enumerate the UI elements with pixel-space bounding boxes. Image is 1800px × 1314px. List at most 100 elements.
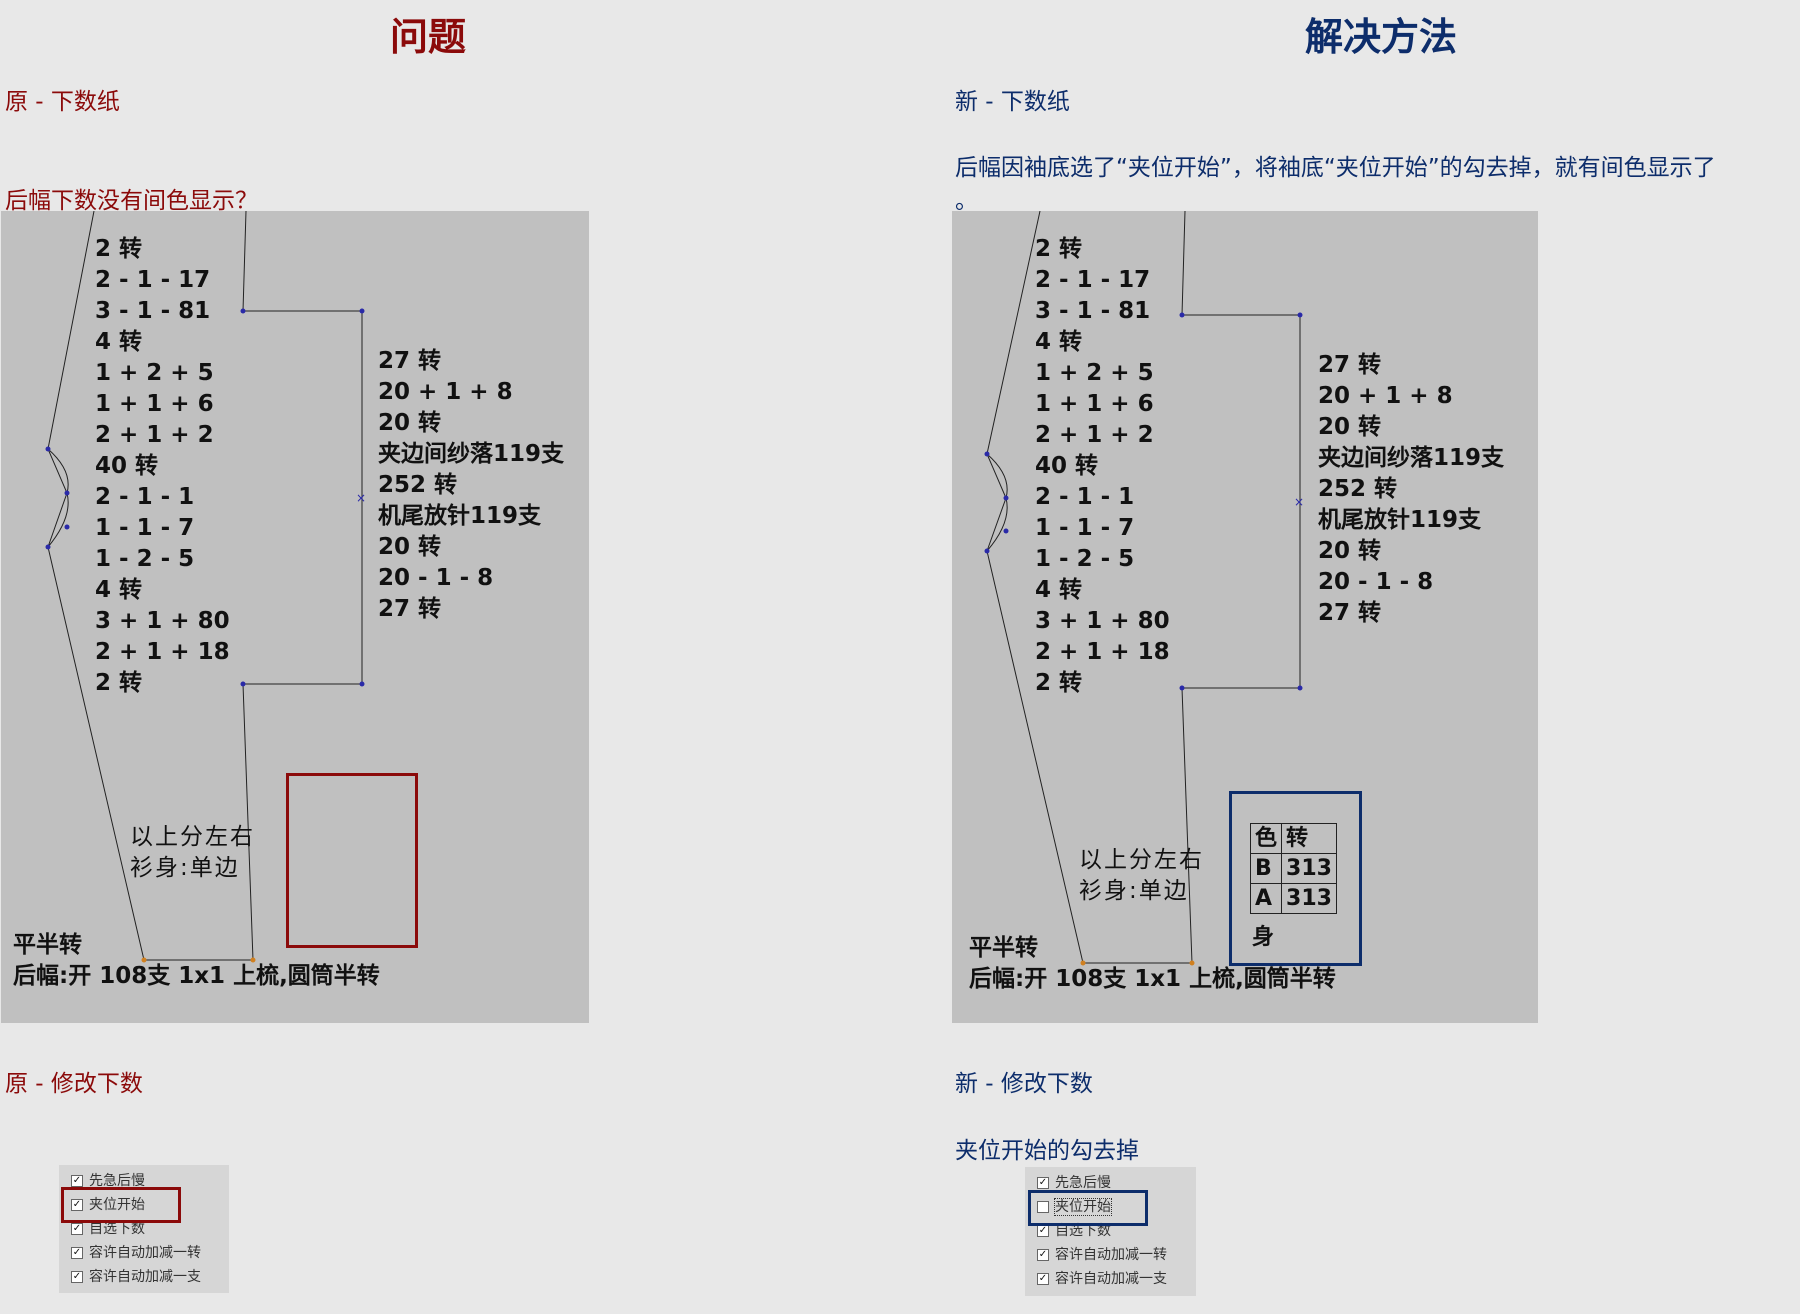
pattern-step: 1 - 1 - 7 xyxy=(1035,515,1135,541)
pattern-step: 27 转 xyxy=(378,348,442,374)
svg-text:×: × xyxy=(356,491,366,505)
pattern-step: 2 转 xyxy=(95,236,143,262)
pattern-footer-line: 后幅:开 108支 1x1 上梳,圆筒半转 xyxy=(969,966,1336,992)
pattern-footer: 平半转 后幅:开 108支 1x1 上梳,圆筒半转 xyxy=(969,933,1336,995)
pattern-left-column: 2 转 2 - 1 - 17 3 - 1 - 81 4 转 1 + 2 + 5 … xyxy=(95,234,230,699)
uncheck-instruction: 夹位开始的勾去掉 xyxy=(955,1138,1139,1164)
pattern-step: 2 转 xyxy=(1035,670,1083,696)
pattern-footer-line: 后幅:开 108支 1x1 上梳,圆筒半转 xyxy=(13,963,380,989)
unchecked-option-highlight-box xyxy=(1028,1190,1148,1226)
original-settings-panel: ✓ 先急后慢 ✓ 夹位开始 ✓ 自选下数 ✓ 容许自动加减一转 ✓ 容许自动加减一支 xyxy=(59,1165,229,1293)
checkbox-label: 容许自动加减一支 xyxy=(89,1269,201,1285)
checkbox-row-priority[interactable]: ✓ 先急后慢 xyxy=(71,1170,145,1192)
pattern-step: 夹边间纱落119支 xyxy=(378,441,565,467)
checkbox-label: 自选下数 xyxy=(89,1221,145,1237)
original-pattern-label: 原 - 下数纸 xyxy=(5,89,120,115)
pattern-footer-line: 平半转 xyxy=(13,932,82,958)
pattern-step: 20 + 1 + 8 xyxy=(1318,383,1453,409)
pattern-note: 以上分左右 衫身:单边 xyxy=(1079,845,1204,907)
color-table-row: A 313 xyxy=(1249,883,1337,914)
pattern-note: 以上分左右 衫身:单边 xyxy=(130,822,255,884)
checkbox-row-custom-count[interactable]: ✓ 自选下数 xyxy=(71,1218,145,1240)
pattern-step: 机尾放针119支 xyxy=(378,503,542,529)
pattern-step: 20 转 xyxy=(1318,538,1382,564)
checkbox-label: 夹位开始 xyxy=(89,1197,145,1213)
checkbox-row-armhole-start[interactable]: ✓ 夹位开始 xyxy=(71,1194,145,1216)
color-table-highlight-box xyxy=(1229,791,1362,966)
checkbox-label: 容许自动加减一转 xyxy=(89,1245,201,1261)
checkbox-checked[interactable]: ✓ xyxy=(71,1223,83,1235)
pattern-step: 2 + 1 + 2 xyxy=(95,422,214,448)
pattern-step: 1 - 1 - 7 xyxy=(95,515,195,541)
color-table-row: B 313 xyxy=(1249,853,1337,884)
pattern-step: 2 - 1 - 1 xyxy=(1035,484,1135,510)
color-table-cell: B xyxy=(1249,853,1283,884)
checkbox-row-armhole-start[interactable]: 夹位开始 xyxy=(1037,1196,1112,1218)
pattern-step: 27 转 xyxy=(1318,352,1382,378)
solution-description: 后幅因袖底选了“夹位开始”，将袖底“夹位开始”的勾去掉，就有间色显示了 xyxy=(955,155,1716,181)
checkbox-row-auto-stitch[interactable]: ✓ 容许自动加减一支 xyxy=(71,1266,201,1288)
color-row-table: 色 转 B 313 A 313 xyxy=(1249,823,1337,914)
checkbox-label: 容许自动加减一支 xyxy=(1055,1271,1167,1287)
checkbox-checked[interactable]: ✓ xyxy=(71,1175,83,1187)
checkbox-row-custom-count[interactable]: ✓ 自选下数 xyxy=(1037,1220,1111,1242)
solution-heading: 解决方法 xyxy=(1305,15,1458,59)
checkbox-checked[interactable]: ✓ xyxy=(71,1271,83,1283)
pattern-step: 1 + 1 + 6 xyxy=(1035,391,1154,417)
pattern-step: 2 - 1 - 17 xyxy=(1035,267,1151,293)
checkbox-label: 先急后慢 xyxy=(1055,1175,1111,1191)
pattern-step: 20 转 xyxy=(378,534,442,560)
pattern-step: 2 + 1 + 18 xyxy=(95,639,230,665)
new-settings-label: 新 - 修改下数 xyxy=(955,1071,1093,1097)
checkbox-row-priority[interactable]: ✓ 先急后慢 xyxy=(1037,1172,1111,1194)
pattern-step: 3 - 1 - 81 xyxy=(95,298,211,324)
pattern-step: 1 + 2 + 5 xyxy=(95,360,214,386)
checkbox-checked[interactable]: ✓ xyxy=(71,1199,83,1211)
pattern-step: 机尾放针119支 xyxy=(1318,507,1482,533)
checkbox-row-auto-row[interactable]: ✓容许自动加减一转 xyxy=(1037,1244,1167,1266)
pattern-step: 2 + 1 + 2 xyxy=(1035,422,1154,448)
pattern-step: 夹边间纱落119支 xyxy=(1318,445,1505,471)
pattern-step: 27 转 xyxy=(378,596,442,622)
pattern-step: 27 转 xyxy=(1318,600,1382,626)
pattern-step: 1 + 2 + 5 xyxy=(1035,360,1154,386)
new-settings-panel: ✓ 先急后慢 夹位开始 ✓ 自选下数 ✓容许自动加减一转 ✓ 容许自动加减一支 xyxy=(1025,1167,1196,1296)
pattern-left-column: 2 转 2 - 1 - 17 3 - 1 - 81 4 转 1 + 2 + 5 … xyxy=(1035,234,1170,699)
checkbox-checked[interactable]: ✓ xyxy=(1037,1273,1049,1285)
color-table-header-cell: 转 xyxy=(1281,823,1337,854)
color-table-header-cell: 色 xyxy=(1249,823,1283,854)
checkbox-row-auto-row[interactable]: ✓ 容许自动加减一转 xyxy=(71,1242,201,1264)
pattern-footer: 平半转 后幅:开 108支 1x1 上梳,圆筒半转 xyxy=(13,930,380,992)
pattern-step: 3 + 1 + 80 xyxy=(1035,608,1170,634)
pattern-step: 20 转 xyxy=(1318,414,1382,440)
checked-option-highlight-box xyxy=(61,1187,181,1223)
pattern-step: 3 + 1 + 80 xyxy=(95,608,230,634)
checkbox-checked[interactable]: ✓ xyxy=(71,1247,83,1259)
pattern-note-line: 衫身:单边 xyxy=(1079,878,1189,904)
pattern-step: 1 + 1 + 6 xyxy=(95,391,214,417)
checkbox-checked[interactable]: ✓ xyxy=(1037,1177,1049,1189)
color-table-cell: 313 xyxy=(1281,853,1337,884)
checkbox-label: 自选下数 xyxy=(1055,1223,1111,1239)
checkbox-unchecked[interactable] xyxy=(1037,1201,1049,1213)
pattern-step: 2 转 xyxy=(95,670,143,696)
checkbox-label: 先急后慢 xyxy=(89,1173,145,1189)
missing-color-highlight-box xyxy=(286,773,418,948)
color-table-cell: A xyxy=(1249,883,1283,914)
pattern-step: 40 转 xyxy=(1035,453,1099,479)
pattern-step: 4 转 xyxy=(95,577,143,603)
pattern-right-column: 27 转 20 + 1 + 8 20 转 夹边间纱落119支 252 转 机尾放… xyxy=(1318,350,1504,629)
checkbox-checked[interactable]: ✓ xyxy=(1037,1249,1049,1261)
checkbox-checked[interactable]: ✓ xyxy=(1037,1225,1049,1237)
original-pattern-panel: × 2 转 2 - 1 - 17 3 - 1 - 81 4 转 1 + 2 + … xyxy=(1,211,589,1023)
pattern-note-line: 以上分左右 xyxy=(130,824,255,850)
new-pattern-panel: × 2 转 2 - 1 - 17 3 - 1 - 81 4 转 1 + 2 + … xyxy=(952,211,1538,1023)
pattern-note-line: 衫身:单边 xyxy=(130,855,240,881)
pattern-step: 20 - 1 - 8 xyxy=(378,565,494,591)
checkbox-row-auto-stitch[interactable]: ✓ 容许自动加减一支 xyxy=(1037,1268,1167,1290)
pattern-step: 2 - 1 - 1 xyxy=(95,484,195,510)
color-table-cell: 313 xyxy=(1281,883,1337,914)
color-table-footer: 身 xyxy=(1252,925,1275,950)
pattern-footer-line: 平半转 xyxy=(969,935,1038,961)
pattern-note-line: 以上分左右 xyxy=(1079,847,1204,873)
